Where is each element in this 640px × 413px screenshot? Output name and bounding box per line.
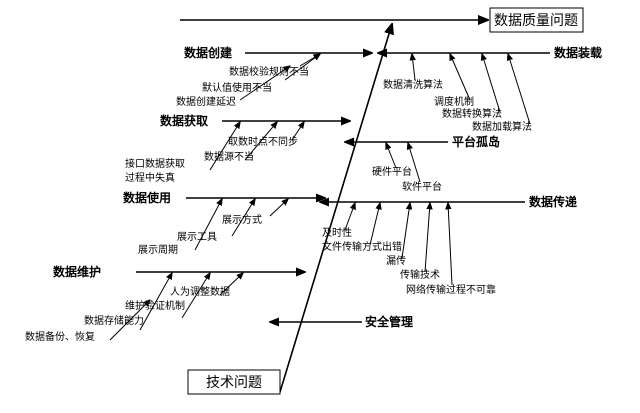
load-sub2 [450,54,471,101]
use-cause-3: 展示周期 [138,244,178,256]
transfer-cause-3: 漏传 [386,255,406,267]
use-sub3 [194,199,222,251]
category-acquire-label: 数据获取 [160,113,208,128]
use-sub1 [269,199,288,217]
maintain-cause-3: 数据存储能力 [84,314,144,327]
maintain-cause-1: 人为调整数据 [170,285,230,298]
transfer-cause-4: 传输技术 [400,268,440,281]
acquire-sub2 [244,122,277,161]
fishbone-spine [279,24,392,393]
load-sub1 [412,54,415,81]
maintain-cause-2: 维护验证机制 [125,299,185,312]
transfer-sub1 [344,203,355,231]
transfer-cause-2: 文件传输方式出错 [322,240,402,253]
acquire-cause-1: 取数时点不同步 [228,135,298,148]
acquire-cause-3: 接口数据获取 [125,157,185,170]
use-sub2 [231,199,255,237]
load-cause-1: 数据清洗算法 [383,78,443,91]
load-cause-2: 调度机制 [434,95,474,108]
acquire-cause-2: 数据源不当 [204,150,254,163]
maintain-sub3 [139,273,172,331]
root-label: 技术问题 [206,375,262,391]
transfer-cause-1: 及时性 [322,226,352,239]
acquire-sub3 [209,122,240,171]
create-cause-3: 数据创建延迟 [176,95,236,108]
category-platform-label: 平台孤岛 [452,134,500,149]
effect-box: 数据质量问题 [489,7,584,33]
category-use-label: 数据使用 [123,190,171,205]
transfer-sub5 [448,203,453,286]
create-cause-1: 数据校验规则不当 [229,65,309,78]
create-cause-2: 默认值使用不当 [202,81,272,94]
category-transfer-label: 数据传递 [529,194,577,209]
use-cause-1: 展示方式 [222,213,262,226]
create-sub2 [284,54,320,81]
category-security-label: 安全管理 [365,314,413,329]
transfer-sub2 [369,203,380,246]
maintain-sub4 [109,300,150,341]
use-cause-2: 展示工具 [177,231,217,243]
category-maintain-label: 数据维护 [53,264,101,279]
platform-cause-2: 软件平台 [402,180,442,193]
load-cause-3: 数据转换算法 [442,107,502,120]
create-sub3 [239,66,290,101]
platform-sub1 [386,143,397,169]
platform-sub2 [408,143,421,183]
load-cause-4: 数据加载算法 [472,120,532,133]
acquire-cause-4: 过程中失真 [125,171,175,184]
category-load-label: 数据装载 [554,45,602,60]
load-sub3 [482,54,501,113]
platform-cause-1: 硬件平台 [372,165,412,178]
maintain-sub1 [219,273,243,296]
transfer-sub3 [401,203,410,259]
transfer-sub4 [424,203,430,273]
maintain-cause-4: 数据备份、恢复 [25,330,95,343]
category-create-label: 数据创建 [184,45,233,60]
transfer-cause-5: 网络传输过程不可靠 [406,283,496,296]
effect-label: 数据质量问题 [494,13,578,29]
load-sub4 [508,54,531,125]
maintain-sub2 [181,273,210,319]
acquire-sub1 [291,122,304,141]
root-box: 技术问题 [187,369,281,395]
